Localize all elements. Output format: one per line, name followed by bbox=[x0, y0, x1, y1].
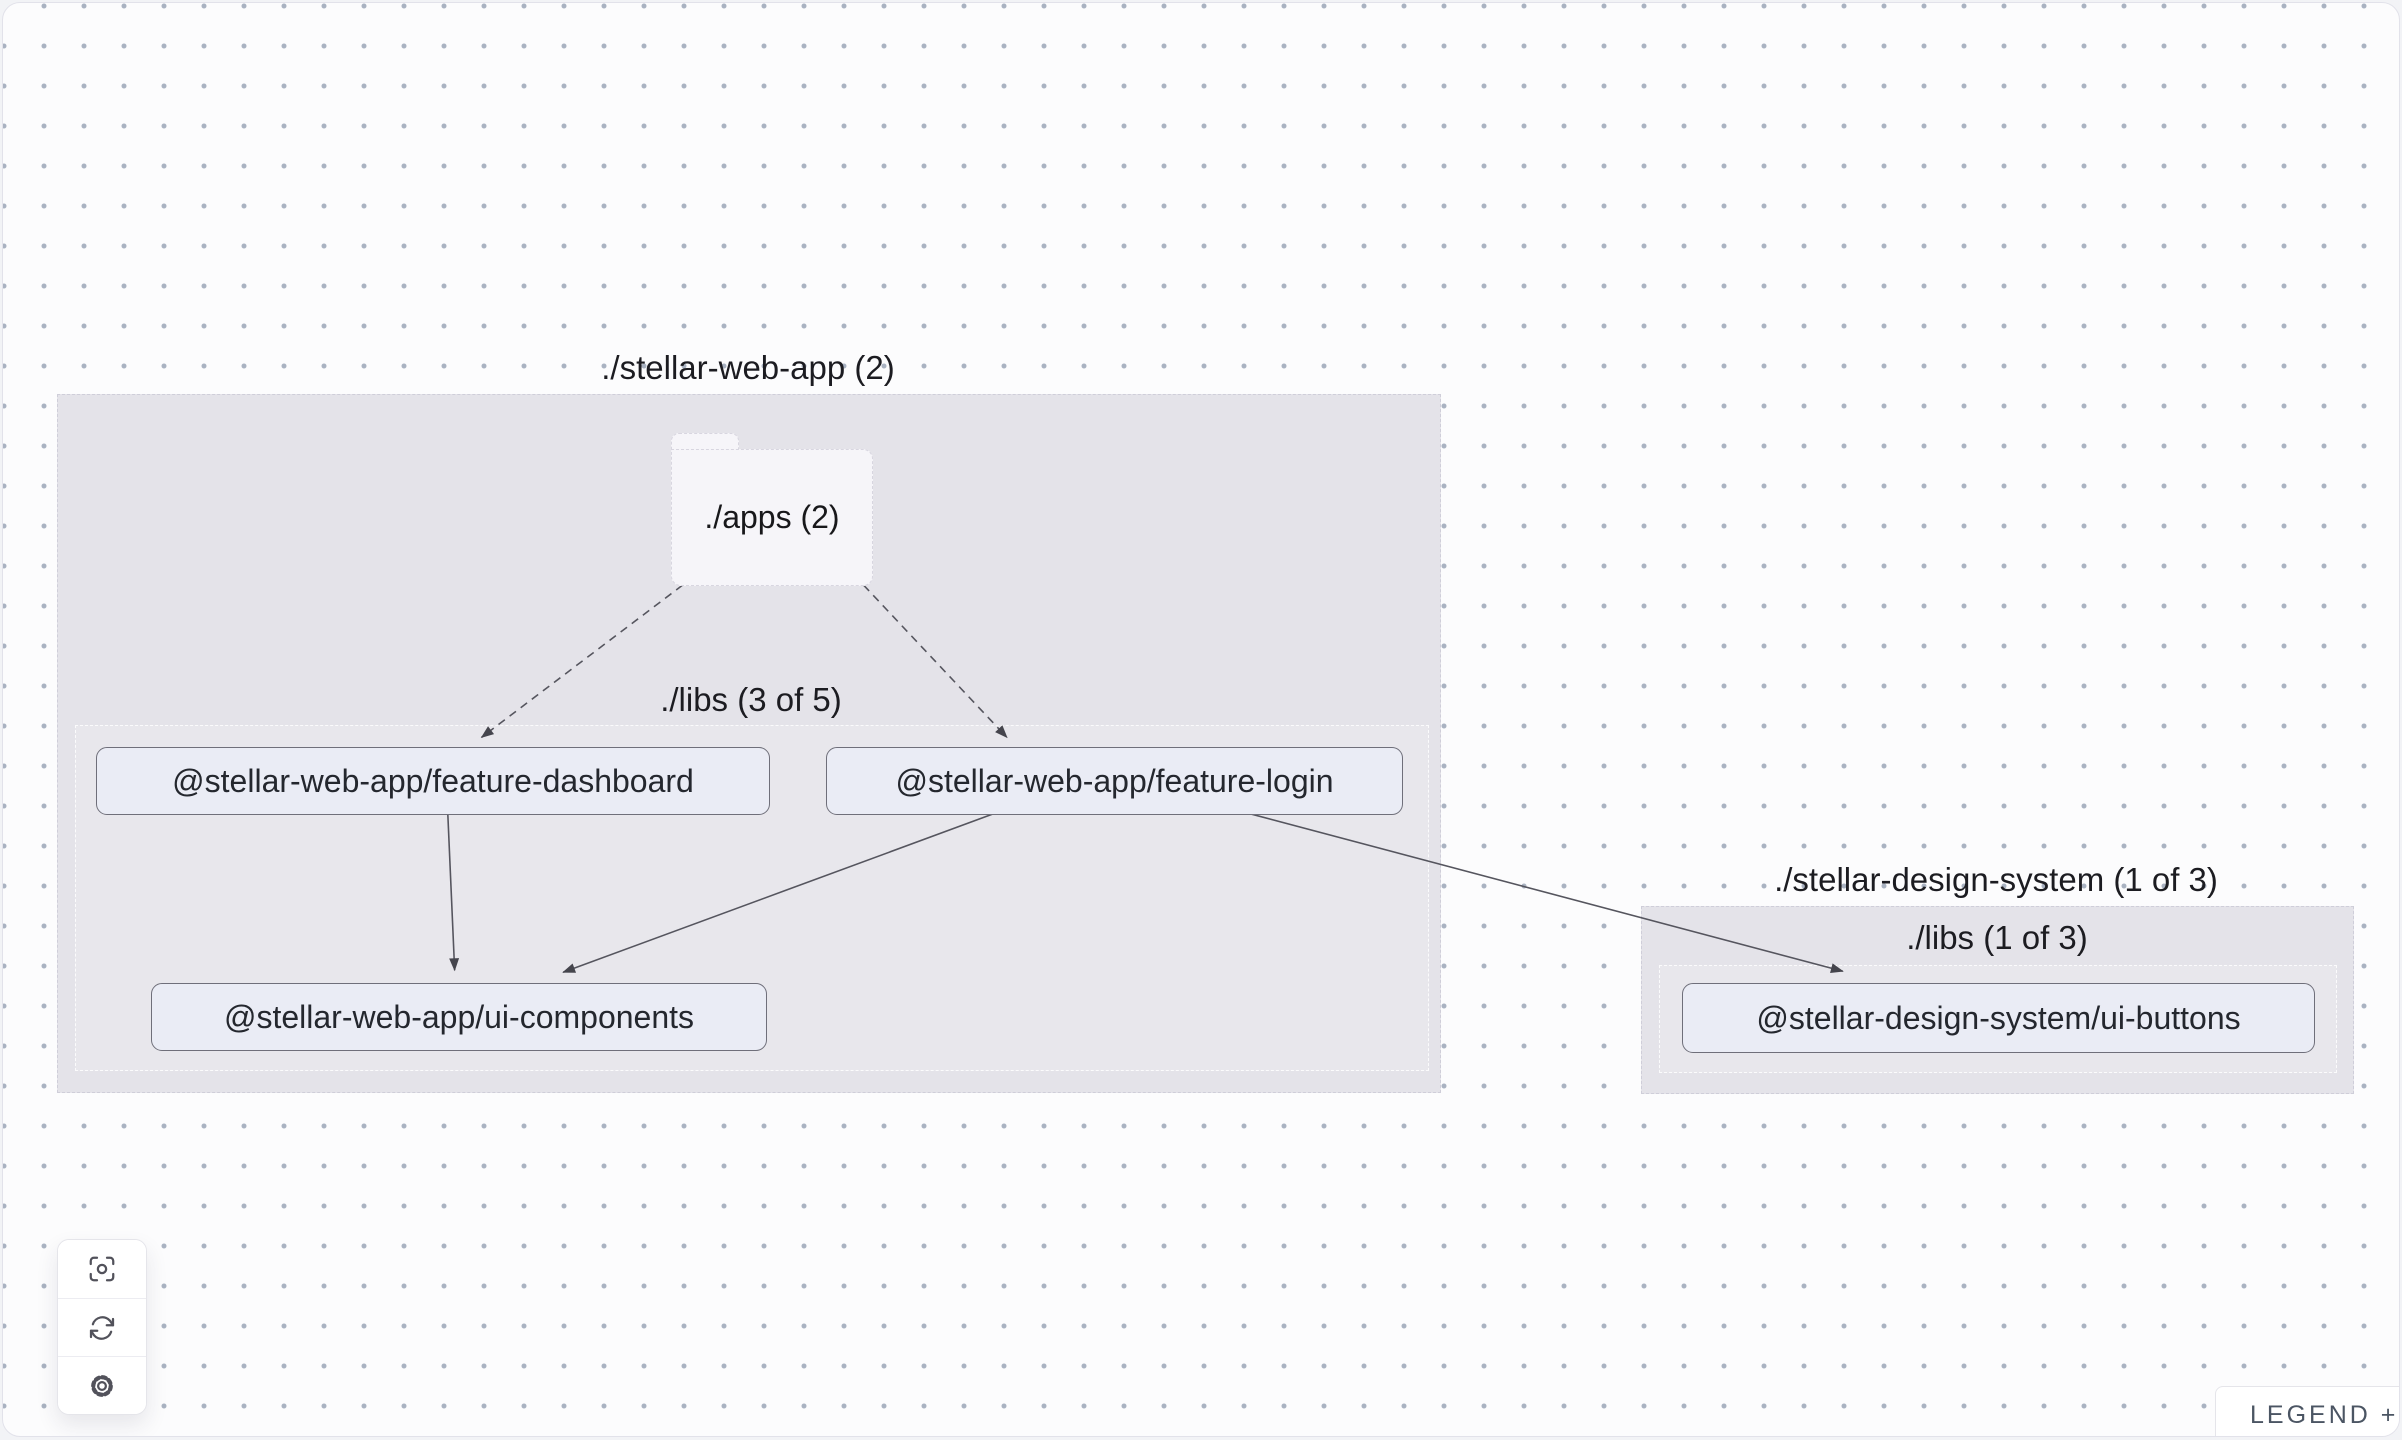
group-label-web-app-libs: ./libs (3 of 5) bbox=[660, 681, 842, 718]
refresh-graph-button[interactable] bbox=[58, 1298, 146, 1356]
folder-body: ./apps (2) bbox=[671, 449, 873, 586]
group-label-stellar-web-app: ./stellar-web-app (2) bbox=[601, 349, 895, 386]
legend-label: LEGEND + bbox=[2250, 1401, 2399, 1429]
refresh-icon bbox=[89, 1315, 115, 1340]
gear-icon bbox=[91, 1374, 113, 1397]
group-label-design-system-libs: ./libs (1 of 3) bbox=[1906, 919, 2088, 956]
group-label-stellar-design-system: ./stellar-design-system (1 of 3) bbox=[1774, 861, 2218, 898]
settings-button[interactable] bbox=[58, 1356, 146, 1414]
center-graph-button[interactable] bbox=[58, 1240, 146, 1298]
node-ui-buttons[interactable]: @stellar-design-system/ui-buttons bbox=[1682, 983, 2315, 1053]
node-feature-dashboard[interactable]: @stellar-web-app/feature-dashboard bbox=[96, 747, 770, 815]
folder-label: ./apps (2) bbox=[704, 499, 840, 535]
node-ui-components[interactable]: @stellar-web-app/ui-components bbox=[151, 983, 767, 1051]
node-feature-login[interactable]: @stellar-web-app/feature-login bbox=[826, 747, 1403, 815]
graph-controls-panel bbox=[57, 1239, 147, 1415]
focus-icon bbox=[89, 1256, 115, 1282]
folder-node-apps[interactable]: ./apps (2) bbox=[671, 433, 873, 586]
legend-toggle-button[interactable]: LEGEND + bbox=[2215, 1386, 2399, 1436]
